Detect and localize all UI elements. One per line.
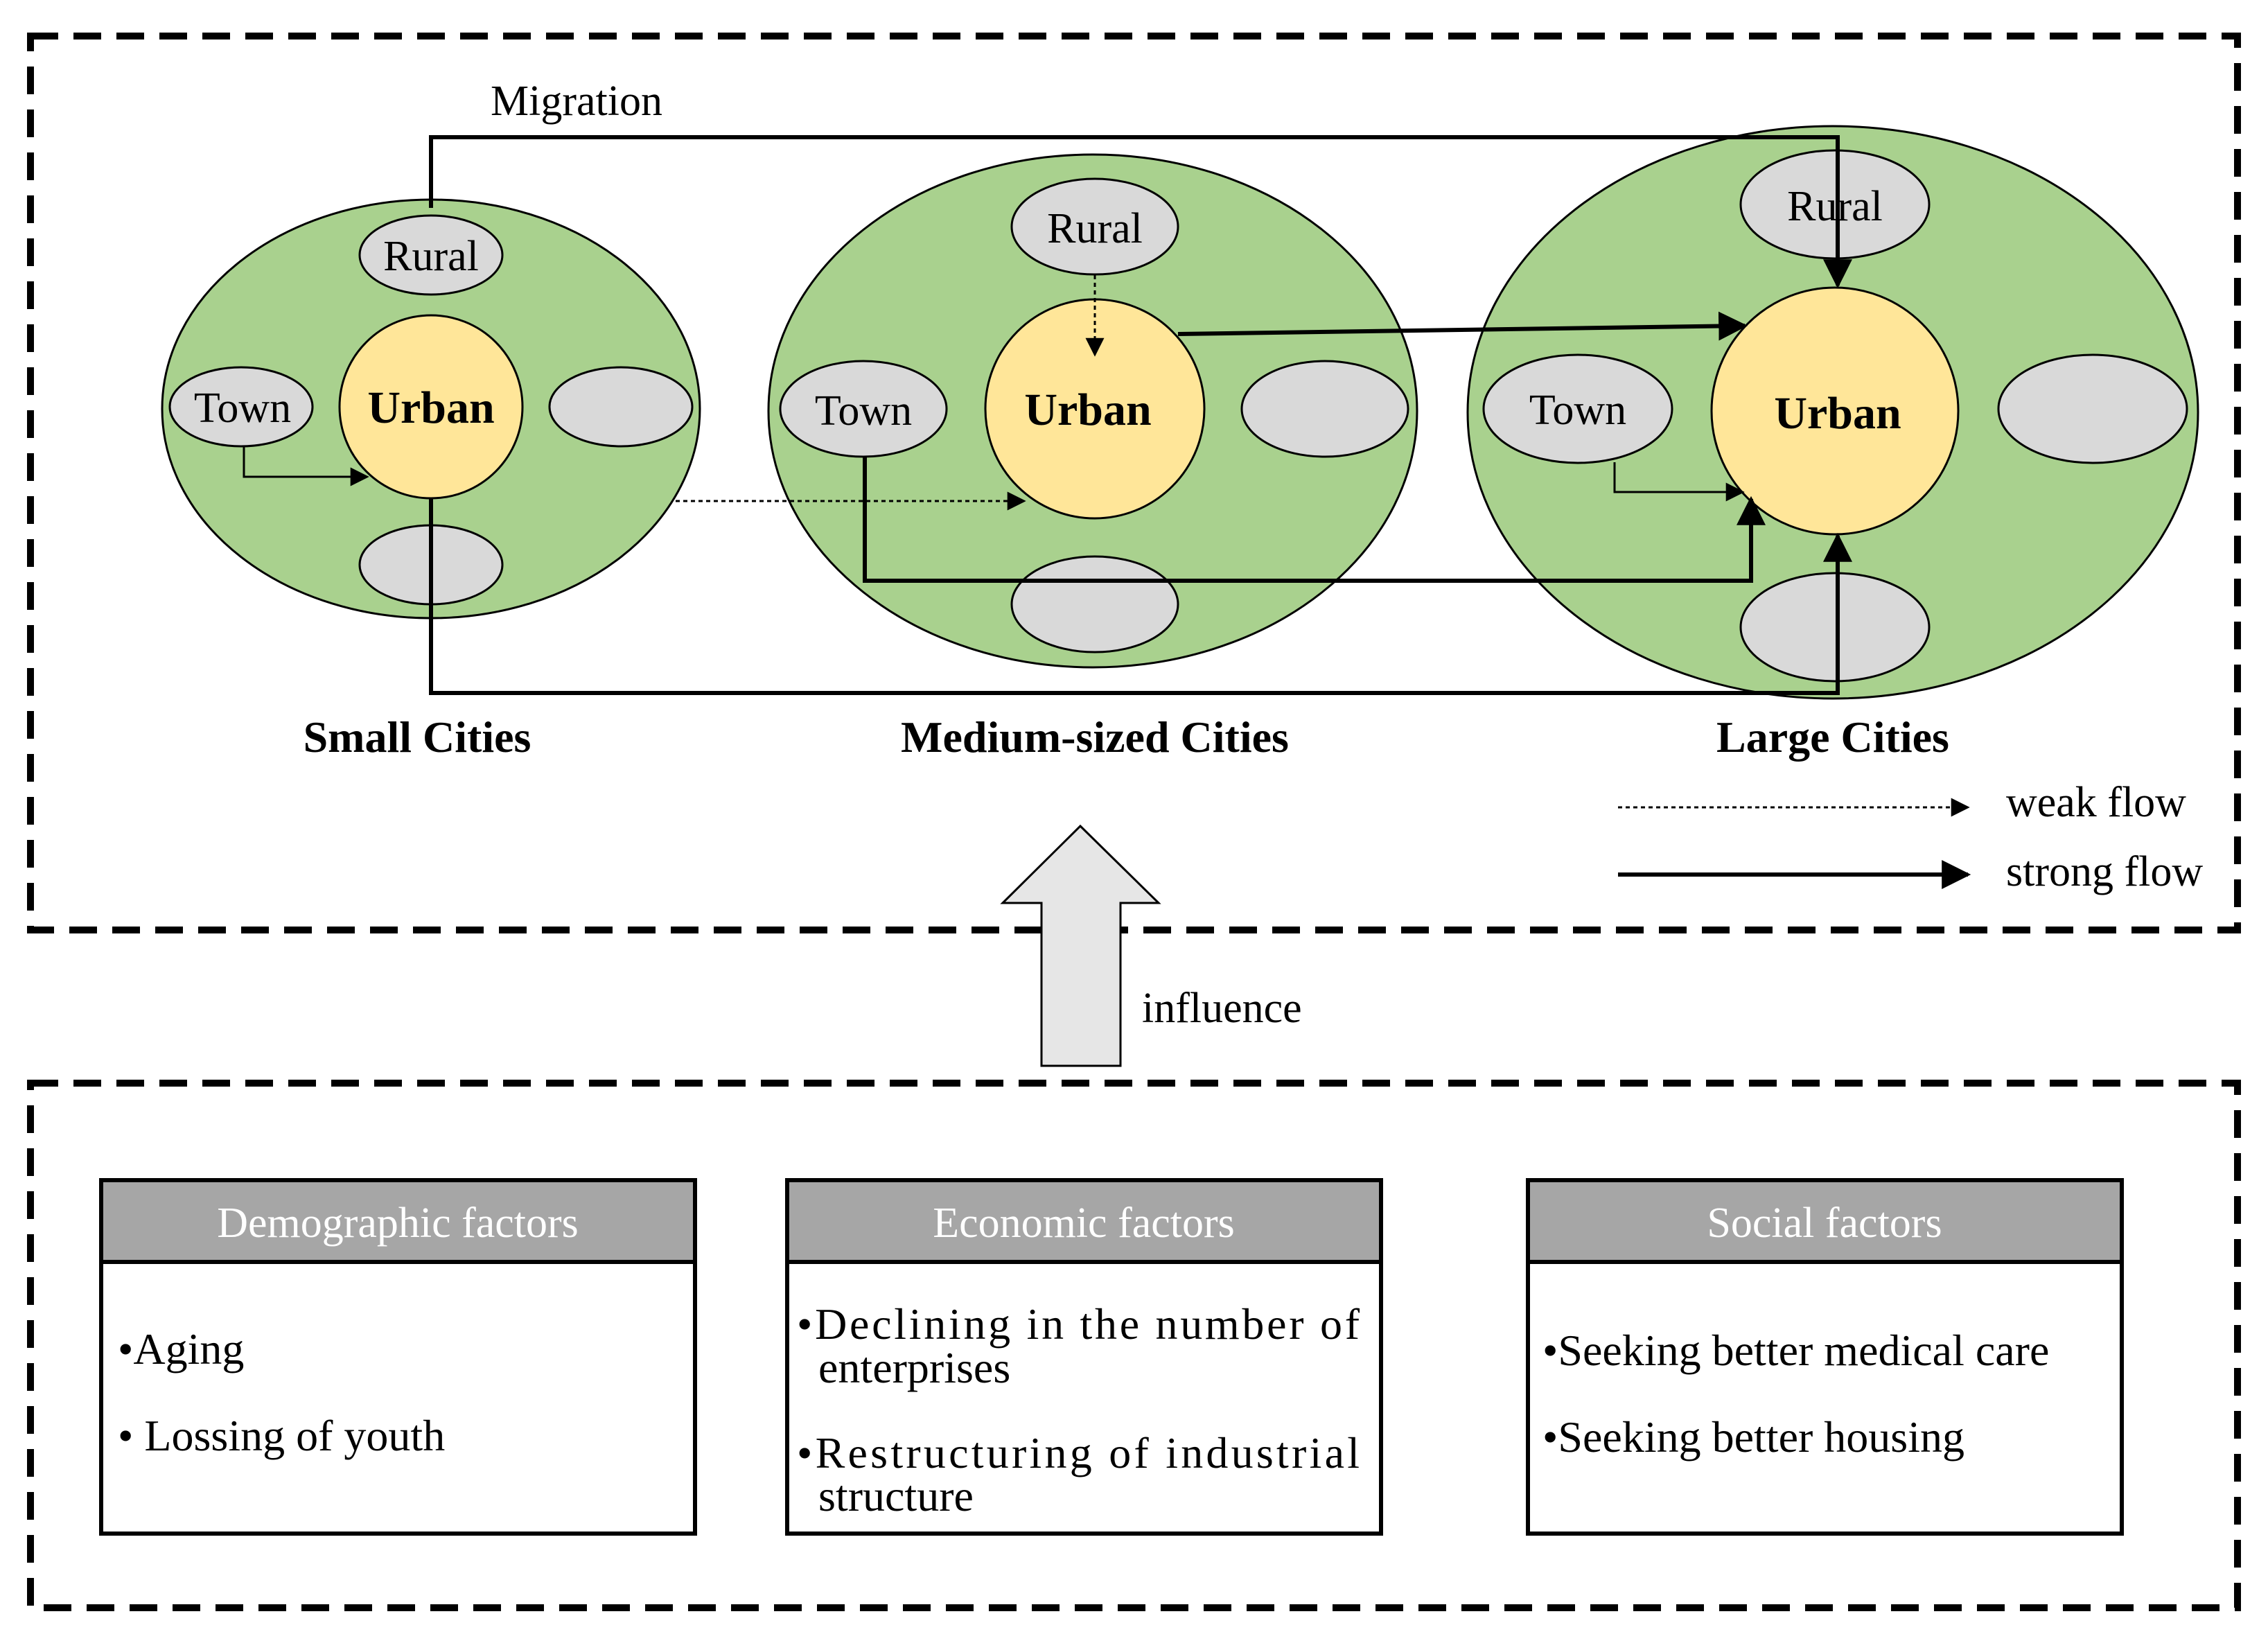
influence-arrow (1000, 824, 1161, 1067)
small-town-label: Town (194, 385, 291, 432)
large-south-node (1739, 572, 1931, 683)
factor-box-header (1526, 1178, 2124, 1264)
medium-town-label: Town (815, 387, 912, 435)
factor-item: •Seeking better housing (1542, 1412, 1964, 1462)
large-east-node (1997, 353, 2188, 464)
bottom-dashed-frame (27, 1080, 2241, 1611)
large-town-to-urban-flow (1613, 462, 1745, 502)
small-urban-label: Urban (367, 383, 494, 433)
factor-item: enterprises (818, 1343, 1010, 1392)
medium-cities-label: Medium-sized Cities (901, 712, 1289, 762)
small-town-node (168, 366, 314, 448)
factor-box-title: Demographic factors (217, 1200, 579, 1247)
factor-item: •Aging (118, 1324, 244, 1374)
factor-item: •Seeking better medical care (1542, 1326, 2049, 1375)
migration-label: Migration (491, 78, 662, 125)
factor-item: • Lossing of youth (118, 1411, 445, 1460)
weak-flow-legend-label: weak flow (2006, 779, 2186, 826)
factor-box-header (785, 1178, 1383, 1264)
flow-legend: weak flow strong flow (1618, 779, 2203, 895)
small-urban-node (338, 314, 524, 500)
medium-south-node (1010, 555, 1179, 653)
medium-town-node (779, 360, 948, 458)
large-rural-node (1739, 149, 1931, 260)
medium-to-large-urban-strong-flow (1177, 311, 1748, 341)
migration-bottom-strong-flow (429, 499, 1852, 695)
medium-urban-label: Urban (1024, 385, 1151, 435)
factor-item: •Restructuring of industrial (797, 1428, 1360, 1477)
medium-town-to-large-urban-strong-flow (863, 457, 1766, 583)
medium-city-cluster (767, 153, 1418, 669)
small-east-node (548, 366, 694, 448)
large-rural-label: Rural (1787, 183, 1883, 230)
factor-box-economic: Economic factors •Declining in the numbe… (785, 1178, 1383, 1536)
influence-label: influence (1142, 985, 1302, 1032)
factor-item: structure (818, 1471, 974, 1520)
large-urban-label: Urban (1774, 388, 1901, 439)
factor-box-social: Social factors •Seeking better medical c… (1526, 1178, 2124, 1536)
strong-flow-legend-label: strong flow (2006, 848, 2203, 895)
large-town-label: Town (1529, 387, 1626, 434)
large-cities-label: Large Cities (1716, 712, 1949, 762)
small-town-to-urban-flow (243, 447, 369, 486)
factor-box-demographic: Demographic factors •Aging • Lossing of … (99, 1178, 697, 1536)
factor-box-header (99, 1178, 697, 1264)
medium-rural-node (1010, 177, 1179, 276)
factor-box-title: Social factors (1707, 1200, 1942, 1247)
small-rural-label: Rural (383, 233, 479, 280)
large-town-node (1482, 353, 1673, 464)
small-city-cluster (161, 198, 701, 620)
medium-east-node (1240, 360, 1409, 458)
factor-box-title: Economic factors (933, 1200, 1235, 1247)
flow-arrows (243, 135, 1852, 695)
medium-rural-label: Rural (1047, 205, 1143, 252)
node-labels: Rural Town Urban Rural Town Urban Rural … (194, 183, 1901, 439)
migration-top-strong-flow (429, 135, 1852, 289)
small-rural-node (358, 214, 504, 296)
large-city-cluster (1466, 125, 2199, 700)
small-cities-label: Small Cities (304, 712, 531, 762)
